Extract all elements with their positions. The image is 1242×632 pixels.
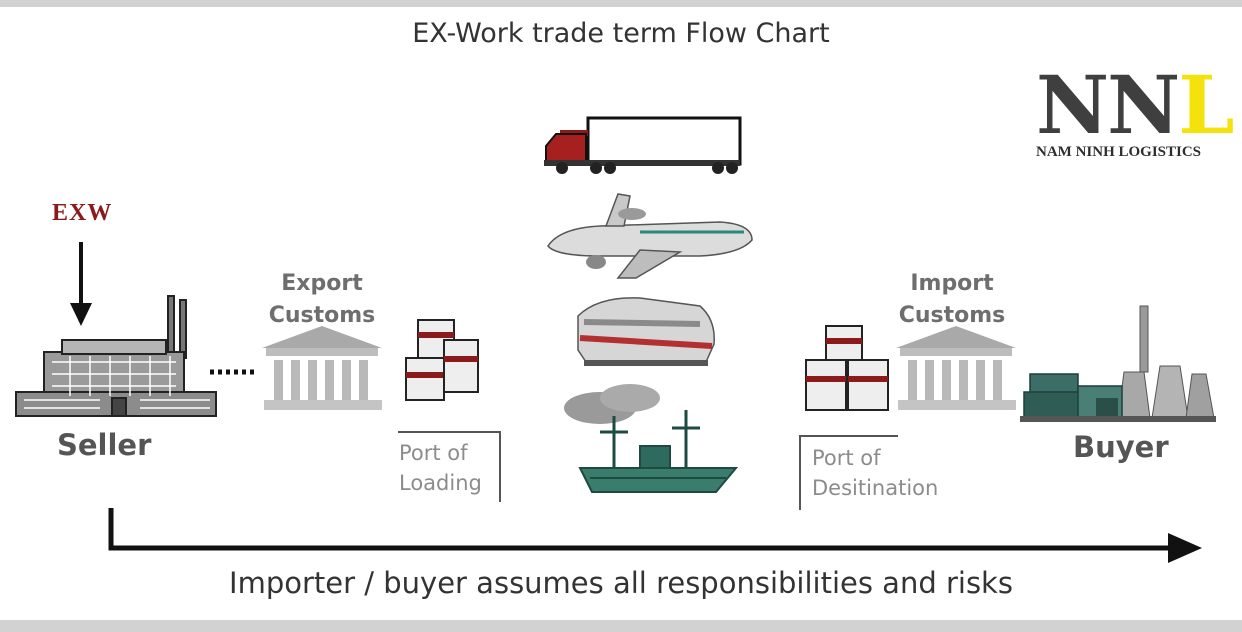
ship-icon [564, 384, 739, 493]
import-customs-label: Import Customs [892, 268, 1012, 332]
train-icon [577, 297, 715, 366]
cargo-stack-left-icon [405, 319, 479, 401]
truck-icon [544, 116, 742, 174]
bottom-band [0, 620, 1242, 632]
export-customs-building-icon [262, 326, 382, 410]
responsibility-caption: Importer / buyer assumes all responsibil… [229, 566, 1013, 600]
port-of-destination-bracket [799, 435, 898, 510]
buyer-label: Buyer [1073, 430, 1169, 464]
exw-label: EXW [52, 200, 113, 226]
seller-label: Seller [57, 428, 152, 462]
port-of-loading-label: Port of Loading [399, 438, 482, 498]
logo-mark-l: L [1178, 58, 1234, 152]
port-of-destination-line-2: Desitination [812, 476, 939, 500]
export-customs-line-2: Customs [268, 303, 376, 328]
export-customs-line-1: Export [281, 271, 363, 296]
import-customs-line-1: Import [910, 271, 994, 296]
factory-icon [15, 295, 217, 417]
exw-arrow [70, 242, 92, 326]
port-of-destination-line-1: Port of [812, 446, 881, 470]
port-of-loading-bracket [398, 431, 501, 502]
responsibility-arrow [108, 508, 1202, 563]
logo-subtitle: NAM NINH LOGISTICS [1036, 144, 1202, 160]
logo-mark-nn: NN [1036, 58, 1180, 152]
industrial-plant-icon [1020, 305, 1216, 422]
cargo-stack-right-icon [805, 325, 889, 411]
port-of-destination-label: Port of Desitination [812, 443, 938, 503]
port-of-loading-line-1: Port of [399, 441, 468, 465]
company-logo: NNL [1036, 58, 1235, 152]
diagram-title: EX-Work trade term Flow Chart [412, 18, 830, 49]
port-of-loading-line-2: Loading [399, 471, 482, 495]
import-customs-line-2: Customs [898, 303, 1006, 328]
import-customs-building-icon [896, 326, 1016, 410]
airplane-icon [547, 193, 753, 279]
export-customs-label: Export Customs [262, 268, 382, 332]
top-band [0, 0, 1242, 7]
